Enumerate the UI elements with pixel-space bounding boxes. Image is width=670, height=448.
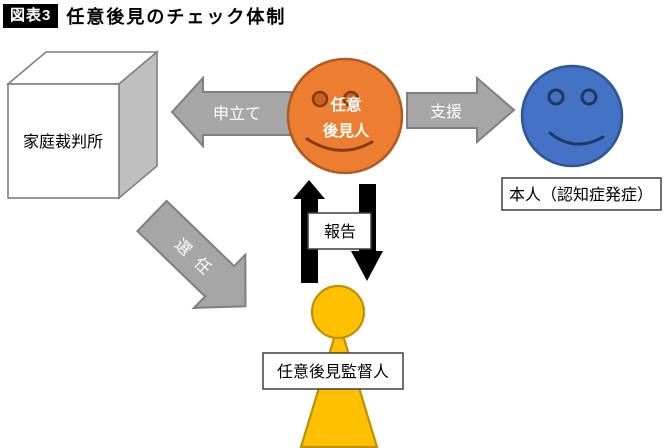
report-box: [307, 212, 372, 250]
person-box: [501, 177, 662, 211]
support-arrow-label: 支援: [430, 103, 462, 121]
guardian-eye-right: [342, 90, 360, 108]
family-court-label: 家庭裁判所: [23, 133, 103, 151]
supervisor-head: [310, 284, 366, 340]
guardian-face: [286, 57, 404, 175]
person-caption-box: 本人（認知症発症）: [501, 177, 662, 211]
person-smile: [548, 131, 605, 146]
figure-tag: 図表3: [3, 4, 59, 28]
person-node: [520, 64, 624, 168]
appointment-arrow-shape: [135, 199, 247, 309]
guardian-label-line1: 任意: [329, 95, 361, 114]
person-eye-left: [547, 88, 565, 106]
family-court-cube: 家庭裁判所: [5, 50, 160, 200]
supervisor-caption: 任意後見監督人: [277, 362, 389, 381]
appointment-arrow: 選任: [135, 199, 247, 309]
report-label-box: 報告: [307, 212, 372, 250]
petition-arrow: 申立て: [170, 75, 292, 149]
person-eye-right: [580, 88, 598, 106]
supervisor-caption-box: 任意後見監督人: [262, 352, 404, 390]
petition-arrow-label: 申立て: [213, 105, 261, 123]
cube-front-face: [7, 83, 120, 199]
person-face: [520, 64, 624, 168]
support-arrow: 支援: [406, 75, 516, 145]
figure-title: 図表3 任意後見のチェック体制: [3, 3, 286, 29]
guardian-node: 任意 後見人: [286, 57, 404, 175]
support-arrow-shape: [406, 75, 516, 145]
guardian-eye-left: [311, 90, 329, 108]
guardian-smile: [305, 137, 374, 152]
person-caption: 本人（認知症発症）: [509, 186, 653, 204]
figure-title-text: 任意後見のチェック体制: [66, 7, 287, 27]
report-label: 報告: [324, 223, 356, 241]
supervisor-box: [262, 352, 404, 390]
guardian-label-line2: 後見人: [323, 121, 370, 140]
